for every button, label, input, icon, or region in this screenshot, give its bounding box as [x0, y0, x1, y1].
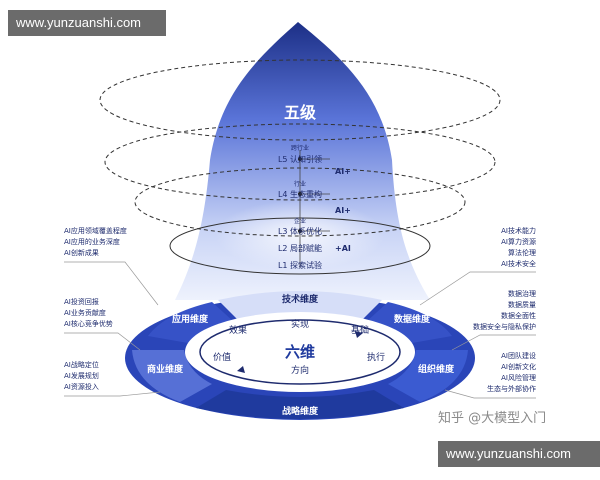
note-left-bottom-1: AI战略定位	[64, 360, 99, 369]
dim-data: 数据维度	[394, 313, 431, 325]
dim-tech: 技术维度	[282, 293, 319, 305]
note-left-top-1: AI应用领域覆盖程度	[64, 226, 127, 235]
note-right-top-4: AI技术安全	[501, 259, 536, 268]
inner-effect: 效果	[229, 324, 247, 336]
watermark-bottom-right: www.yunzuanshi.com	[438, 441, 600, 467]
level-1-label: L1 探索试验	[278, 260, 322, 270]
zhihu-author-mark: 知乎 @大模型入门	[438, 410, 546, 426]
level-4-tag: 行业	[294, 180, 306, 188]
note-right-top-2: AI算力资源	[501, 237, 536, 246]
note-left-mid-2: AI业务贡献度	[64, 308, 106, 317]
note-left-mid-1: AI投资回报	[64, 297, 99, 306]
dim-strategy: 战略维度	[282, 405, 319, 417]
level-4-label: L4 生态重构	[278, 189, 322, 199]
note-left-mid-3: AI核心竞争优势	[64, 319, 113, 328]
note-right-top-3: 算法伦理	[508, 248, 536, 257]
note-right-mid-1: 数据治理	[508, 289, 536, 298]
plus-ai-2: +AI	[335, 244, 351, 253]
note-right-mid-2: 数据质量	[508, 300, 536, 309]
watermark-top-left: www.yunzuanshi.com	[8, 10, 166, 36]
inner-foundation: 基础	[351, 324, 369, 336]
six-dimensions-title: 六维	[285, 343, 315, 361]
level-3-label: L3 体系优化	[278, 226, 322, 236]
segment-strategy	[196, 390, 404, 419]
inner-cycle-ring	[199, 319, 401, 385]
segment-org	[388, 350, 468, 402]
note-left-top-3: AI创新成果	[64, 248, 99, 257]
segment-app	[148, 302, 234, 343]
level-5-tag: 跨行业	[291, 144, 309, 152]
inner-execute: 执行	[367, 351, 385, 363]
ring-level-5	[99, 59, 501, 141]
dim-org: 组织维度	[418, 363, 455, 375]
inner-realize: 实现	[291, 318, 309, 330]
segment-biz	[132, 350, 212, 402]
dim-biz: 商业维度	[147, 363, 184, 375]
note-right-bottom-2: AI创新文化	[501, 362, 536, 371]
note-right-top-1: AI技术能力	[501, 226, 536, 235]
inner-value: 价值	[213, 351, 231, 363]
note-left-bottom-2: AI发展规划	[64, 371, 99, 380]
segment-data	[366, 302, 452, 343]
five-levels-title: 五级	[284, 103, 317, 122]
note-right-mid-3: 数据全面性	[501, 311, 536, 320]
ai-plus-4: AI+	[335, 206, 351, 215]
level-5-label: L5 认知引领	[278, 154, 322, 164]
level-2-label: L2 局部赋能	[278, 243, 322, 253]
note-right-bottom-3: AI风险管理	[501, 373, 536, 382]
level-3-tag: 企业	[294, 217, 306, 225]
segment-tech	[218, 291, 382, 320]
dim-app: 应用维度	[172, 313, 209, 325]
inner-direction: 方向	[291, 364, 309, 376]
note-right-mid-4: 数据安全与隐私保护	[473, 322, 536, 331]
note-right-bottom-1: AI团队建设	[501, 351, 536, 360]
ai-plus-5: AI+	[335, 167, 351, 176]
note-right-bottom-4: 生态与外部协作	[487, 384, 536, 393]
note-left-top-2: AI应用的业务深度	[64, 237, 120, 246]
note-left-bottom-3: AI资源投入	[64, 382, 99, 391]
